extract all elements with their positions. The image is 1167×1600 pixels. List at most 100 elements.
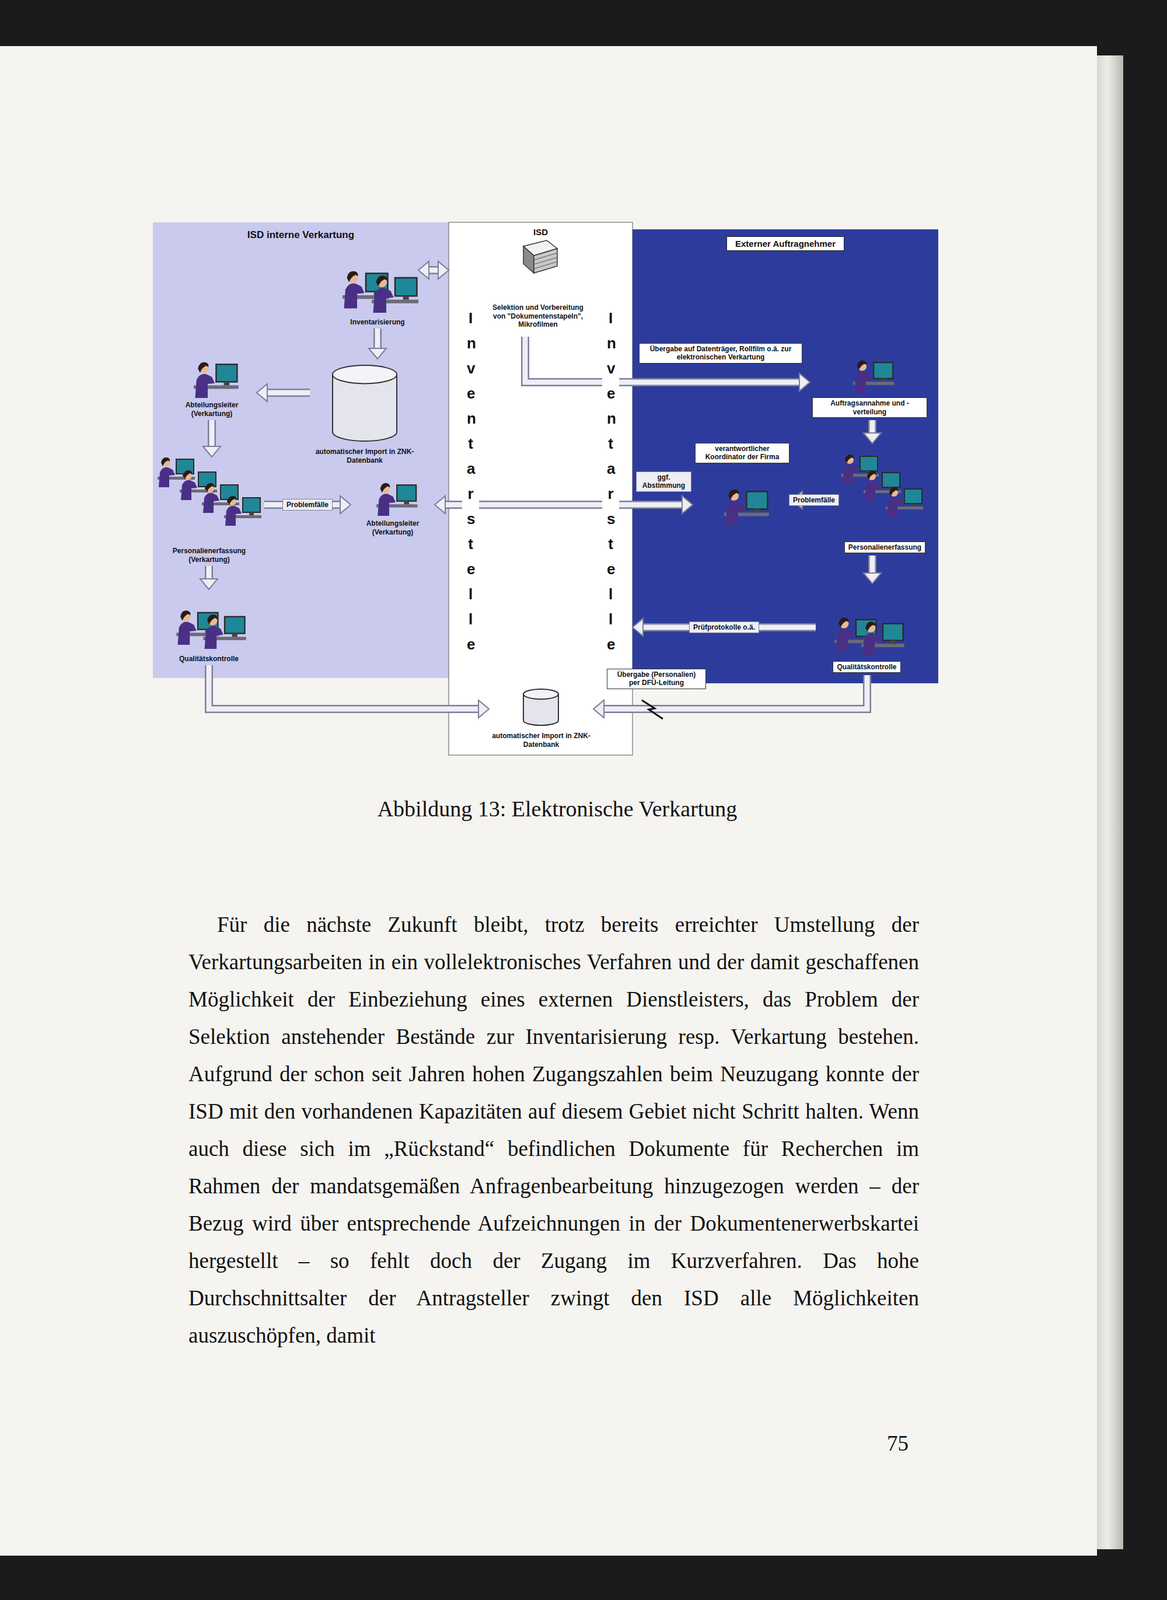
node-label: Personalienerfassung	[844, 541, 926, 554]
icon-part	[158, 467, 176, 488]
icon-part	[725, 501, 746, 526]
connector-outline	[266, 388, 310, 397]
icon-part	[844, 454, 854, 464]
database-icon	[332, 365, 397, 442]
arrowhead	[632, 618, 644, 637]
icon-part	[380, 483, 391, 494]
connector	[203, 420, 221, 457]
connector	[863, 555, 882, 584]
icon-part	[882, 472, 900, 488]
icon-part	[376, 275, 388, 287]
body-text: Für die nächste Zukunft bleibt, trotz be…	[188, 906, 920, 1355]
connector-outline	[207, 420, 216, 448]
connector-body	[266, 390, 310, 396]
icon-part	[373, 287, 394, 313]
document-icon	[523, 240, 558, 274]
connector-body	[208, 665, 480, 709]
connector-outline	[373, 328, 382, 350]
arrowhead	[203, 446, 221, 457]
connector-body	[869, 555, 876, 575]
work-group: Personalienerfassung (Verkartung)	[154, 456, 265, 566]
panel: Inventarisierungautomatischer Import in …	[152, 222, 449, 679]
connector-body	[206, 565, 212, 580]
icon-part	[857, 360, 868, 371]
icon-part	[194, 374, 215, 398]
person-icon	[841, 454, 879, 485]
node-label: Qualitätskontrolle	[832, 661, 901, 673]
icon-part	[403, 501, 410, 505]
arrowhead	[200, 578, 218, 590]
edge-label: Übergabe (Personalien) per DFÜ-Leitung	[606, 668, 707, 690]
icon-part	[207, 614, 218, 625]
node-label: Personalienerfassung (Verkartung)	[156, 546, 262, 564]
arrowhead	[368, 348, 387, 359]
database: automatischer Import in ZNK-Datenbank	[309, 358, 420, 467]
icon-part	[842, 464, 859, 485]
connector	[632, 618, 816, 637]
connector	[863, 420, 882, 444]
connector	[264, 495, 351, 514]
connector-body	[209, 420, 215, 448]
connector	[256, 383, 310, 402]
person-icon	[853, 360, 894, 394]
icon-part	[746, 491, 768, 509]
icon-part	[862, 633, 882, 656]
person-icon	[885, 487, 924, 517]
person-icon	[371, 275, 419, 313]
icon-part	[197, 362, 209, 373]
node-label: Selektion und Vorbereitung von "Dokument…	[485, 303, 591, 329]
icon-part	[880, 378, 886, 383]
icon-part	[332, 365, 397, 384]
icon-part	[533, 261, 558, 269]
figure-caption: Abbildung 13: Elektronische Verkartung	[192, 795, 922, 822]
person-icon	[203, 614, 247, 649]
connector-outline	[868, 420, 877, 435]
arrowhead	[799, 373, 810, 391]
panel-title: ISD interne Verkartung	[247, 229, 355, 241]
icon-part	[904, 488, 922, 504]
icon-part	[890, 640, 896, 645]
icon-part	[396, 484, 417, 502]
icon-part	[533, 257, 558, 265]
icon-part	[728, 489, 739, 501]
icon-part	[889, 487, 899, 496]
edge-label: Übergabe auf Datenträger, Rollfilm o.ä. …	[638, 343, 803, 364]
icon-part	[177, 622, 197, 645]
node-label: automatischer Import in ZNK-Datenbank	[491, 731, 592, 749]
connector-outline	[868, 555, 877, 575]
page-number: 75	[886, 1430, 909, 1456]
icon-part	[377, 493, 396, 516]
decorations	[641, 700, 663, 719]
arrowhead	[682, 495, 693, 514]
edge-label: Problemfälle	[282, 498, 333, 511]
person-icon	[224, 495, 262, 526]
node-label: Abteilungsleiter (Verkartung)	[169, 400, 255, 418]
node-label: verantwortlicher Koordinator der Firma	[694, 442, 790, 464]
icon-part	[180, 610, 191, 621]
edge-label: Prüfprotokolle o.ä.	[689, 621, 760, 634]
workstation: Abteilungsleiter (Verkartung)	[166, 343, 257, 421]
icons	[157, 240, 924, 726]
connector	[200, 565, 218, 590]
arrowhead	[418, 261, 429, 279]
workstation: verantwortlicher Koordinator der Firma	[692, 440, 792, 531]
panel-fill	[448, 222, 633, 756]
panel-fill	[152, 222, 449, 679]
workstation: Abteilungsleiter (Verkartung)	[350, 471, 435, 539]
icon-part	[344, 283, 365, 309]
icon-part	[523, 246, 534, 274]
icon-part	[227, 495, 237, 505]
vertical-label: Inventarstelle	[602, 305, 620, 658]
lightning-symbol	[641, 700, 663, 719]
workstation: Qualitätskontrolle	[815, 583, 918, 676]
arrowhead	[593, 700, 604, 718]
icon-part	[332, 374, 397, 442]
connector	[368, 328, 387, 359]
page-edges	[1096, 55, 1124, 1550]
node-label: Qualitätskontrolle	[179, 654, 239, 663]
icon-part	[882, 623, 904, 641]
icon-part	[854, 371, 873, 394]
person-icon	[724, 489, 770, 526]
icon-part	[161, 457, 170, 467]
icon-part	[224, 616, 246, 634]
